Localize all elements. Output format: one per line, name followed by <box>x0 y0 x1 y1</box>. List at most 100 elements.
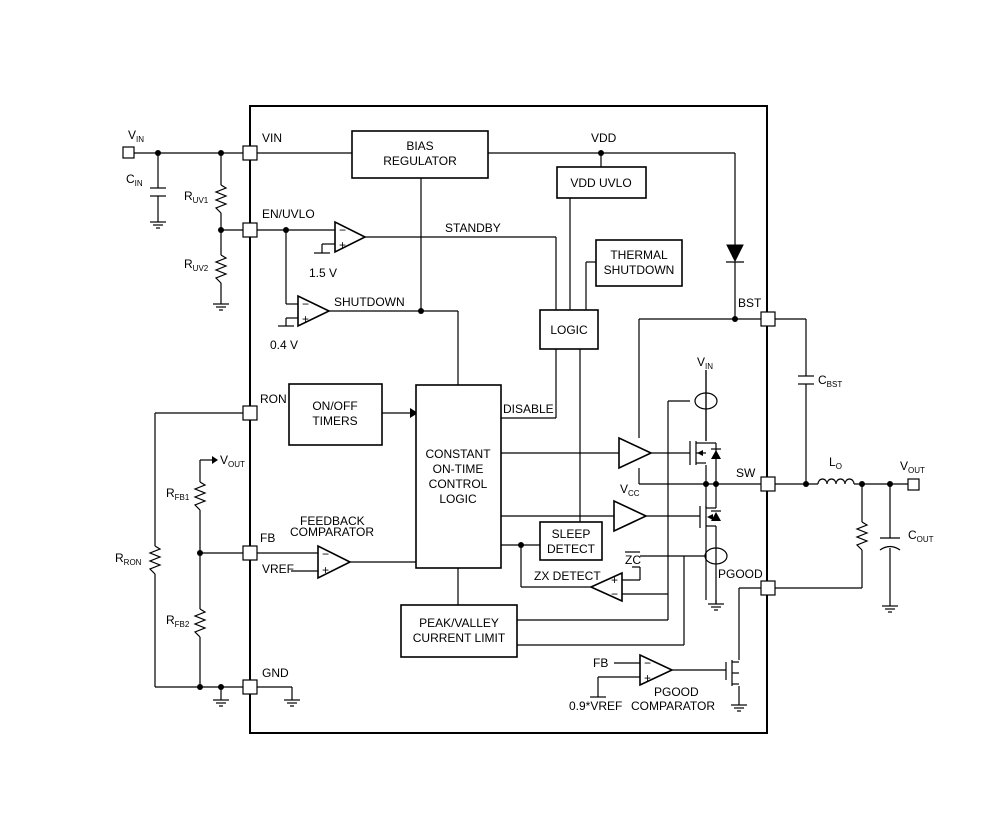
cbst-capacitor <box>798 375 814 385</box>
svg-text:−: − <box>302 297 309 311</box>
bias-regulator-line1: BIAS <box>406 139 433 153</box>
pin-pgood: PGOOD <box>718 567 763 581</box>
disable-label: DISABLE <box>503 402 554 416</box>
pgood-fb-label: FB <box>593 656 608 670</box>
svg-text:+: + <box>339 238 346 252</box>
high-side-driver <box>618 436 653 470</box>
zc-label: ZC <box>625 553 641 567</box>
vout-fb-label: VOUT <box>220 453 245 469</box>
rfb1-label: RFB1 <box>166 486 190 502</box>
pin-sw: SW <box>736 466 756 480</box>
peak-line2: CURRENT LIMIT <box>413 631 506 645</box>
rfb2-label: RFB2 <box>166 613 190 629</box>
ruv2-resistor <box>214 254 228 284</box>
cot-line3: CONTROL <box>429 477 488 491</box>
svg-text:−: − <box>611 587 618 601</box>
svg-text:−: − <box>339 223 346 237</box>
cin-capacitor <box>150 187 166 197</box>
pin-vin-square <box>242 145 258 161</box>
vref-label: VREF <box>262 562 294 576</box>
cot-line1: CONSTANT <box>425 447 491 461</box>
pgood-comparator-line2: COMPARATOR <box>631 699 715 713</box>
terminal-vin-square <box>122 146 135 159</box>
vout-arrow <box>212 456 218 464</box>
pin-bst-square <box>760 311 776 327</box>
cot-line2: ON-TIME <box>433 462 484 476</box>
pgood-comparator-line1: PGOOD <box>654 685 699 699</box>
pin-pgood-square <box>760 580 776 596</box>
vin-main-label: VIN <box>128 128 144 144</box>
grounds <box>150 221 898 712</box>
pin-ron: RON <box>260 392 287 406</box>
pin-fb-square <box>242 545 258 561</box>
rron-resistor <box>148 545 162 575</box>
thermal-shutdown-block: THERMAL SHUTDOWN <box>595 239 683 287</box>
pin-en-uvlo-square <box>242 222 258 238</box>
ref-0-4v-label: 0.4 V <box>270 338 298 352</box>
on-off-timers-block: ON/OFF TIMERS <box>288 383 383 446</box>
vin-fet-label: VIN <box>697 355 713 371</box>
feedback-comparator: − + <box>317 544 352 580</box>
svg-text:+: + <box>644 671 651 685</box>
pin-bst: BST <box>738 296 762 310</box>
bias-regulator-line2: REGULATOR <box>383 154 457 168</box>
pgood-pullup-resistor <box>855 521 869 551</box>
ruv1-label: RUV1 <box>184 189 209 205</box>
peak-valley-block: PEAK/VALLEY CURRENT LIMIT <box>400 604 518 658</box>
lo-label: LO <box>829 455 842 471</box>
cout-label: COUT <box>908 528 934 544</box>
pin-fb: FB <box>260 531 275 545</box>
ruv2-label: RUV2 <box>184 257 209 273</box>
pin-ron-square <box>242 405 258 421</box>
on-off-line1: ON/OFF <box>312 399 357 413</box>
peak-line1: PEAK/VALLEY <box>419 616 499 630</box>
rron-label: RRON <box>115 551 142 567</box>
svg-text:+: + <box>611 573 618 587</box>
svg-text:−: − <box>322 547 329 561</box>
vref-09-label: 0.9*VREF <box>569 699 622 713</box>
pin-vin: VIN <box>262 131 282 145</box>
zx-comparator: + − <box>589 571 623 603</box>
logic-label: LOGIC <box>550 323 588 337</box>
vout-main-label: VOUT <box>900 459 925 475</box>
logic-block: LOGIC <box>539 309 599 350</box>
ref-1-5v-label: 1.5 V <box>309 266 337 280</box>
terminal-vout-square <box>907 478 920 491</box>
pin-sw-square <box>760 476 776 492</box>
output-inductor <box>817 478 855 485</box>
thermal-line2: SHUTDOWN <box>604 263 675 277</box>
cin-label: CIN <box>126 172 143 188</box>
shutdown-label: SHUTDOWN <box>334 295 405 309</box>
pgood-fet <box>725 660 739 686</box>
on-off-line2: TIMERS <box>312 414 357 428</box>
vdd-uvlo-label: VDD UVLO <box>570 176 631 190</box>
pgood-comparator: − + <box>639 653 674 687</box>
cot-logic-block: CONSTANT ON-TIME CONTROL LOGIC <box>415 384 502 569</box>
standby-label: STANDBY <box>445 221 501 235</box>
shutdown-comparator: − + <box>297 294 331 328</box>
svg-text:+: + <box>322 563 329 577</box>
feedback-comparator-line1: FEEDBACK <box>300 514 365 528</box>
svg-text:−: − <box>644 656 651 670</box>
zx-detect-label: ZX DETECT <box>534 569 601 583</box>
junctions <box>155 150 893 690</box>
sleep-detect-block: SLEEP DETECT <box>539 521 603 561</box>
low-side-fet <box>699 484 721 548</box>
bootstrap-diode <box>726 244 744 263</box>
pin-gnd-square <box>242 679 258 695</box>
cot-line4: LOGIC <box>439 492 477 506</box>
sleep-line2: DETECT <box>547 542 596 556</box>
rfb2-resistor <box>193 608 207 638</box>
rfb1-resistor <box>193 481 207 511</box>
thermal-line1: THERMAL <box>610 248 668 262</box>
cout-capacitor <box>879 537 901 551</box>
pins <box>122 145 920 695</box>
bias-regulator-block: BIAS REGULATOR <box>351 130 489 179</box>
vdd-uvlo-block: VDD UVLO <box>556 166 647 199</box>
svg-text:+: + <box>302 312 309 326</box>
pin-gnd: GND <box>262 666 289 680</box>
feedback-comparator-line2: COMPARATOR <box>290 525 374 539</box>
vdd-label: VDD <box>591 131 617 145</box>
high-side-fet <box>689 441 721 484</box>
